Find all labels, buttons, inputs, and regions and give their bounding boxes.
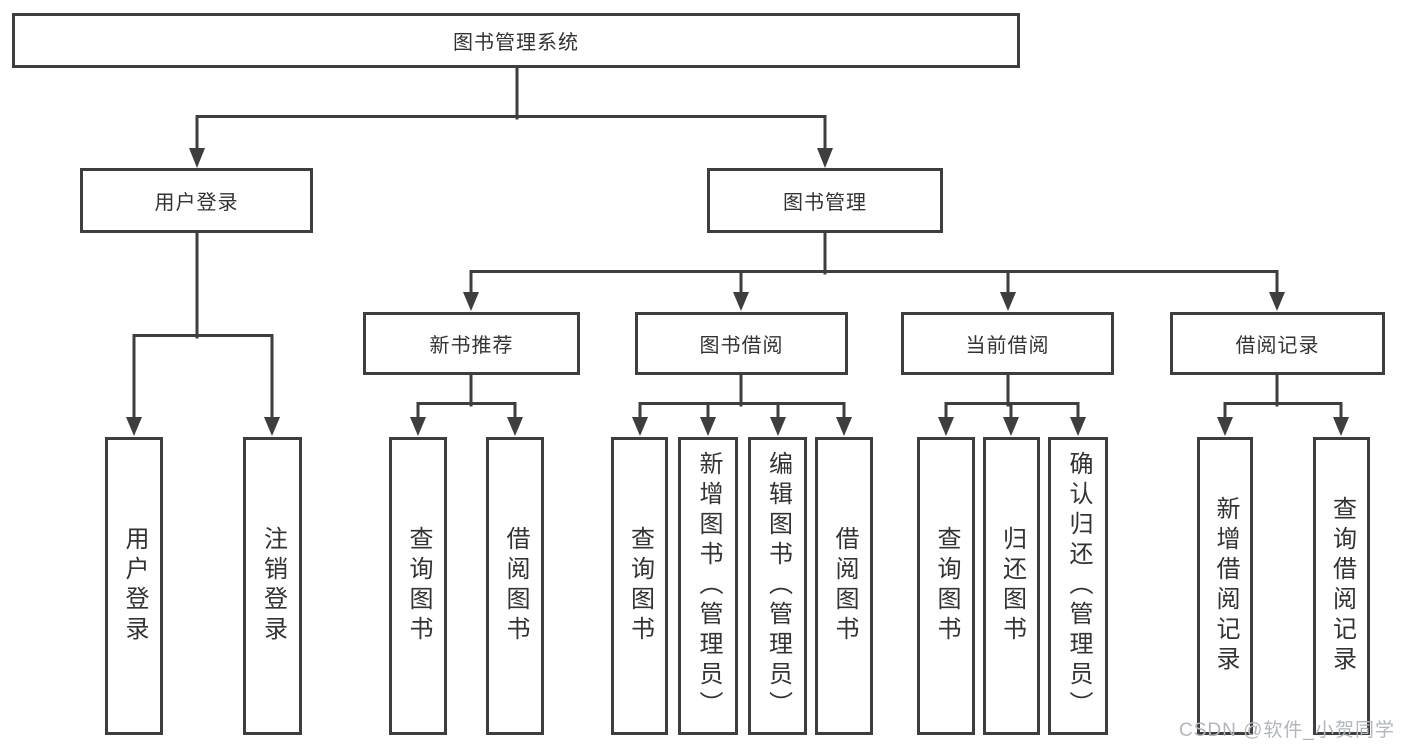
node-label: 注销登录 xyxy=(259,526,287,646)
node-label: 用户登录 xyxy=(121,526,148,646)
node-current-borrow: 当前借阅 xyxy=(901,312,1114,375)
node-label: 归还图书 xyxy=(998,526,1026,646)
leaf-return-books: 归还图书 xyxy=(983,437,1040,735)
node-label: 新书推荐 xyxy=(429,335,514,357)
node-label: 编辑图书（管理员） xyxy=(764,451,792,721)
node-label: 图书管理 xyxy=(783,192,867,214)
node-borrow-records: 借阅记录 xyxy=(1170,312,1385,375)
node-label: 确认归还（管理员） xyxy=(1065,451,1092,721)
node-label: 查询图书 xyxy=(626,526,654,646)
node-book-borrow: 图书借阅 xyxy=(635,312,848,375)
node-label: 借阅图书 xyxy=(502,526,529,646)
leaf-edit-books-admin: 编辑图书（管理员） xyxy=(748,437,807,735)
leaf-query-books-recommend: 查询图书 xyxy=(389,437,447,735)
node-root: 图书管理系统 xyxy=(12,13,1020,68)
leaf-logout-login: 注销登录 xyxy=(243,437,302,735)
node-user-login: 用户登录 xyxy=(80,168,313,233)
node-label: 借阅图书 xyxy=(831,526,858,646)
node-label: 借阅记录 xyxy=(1235,335,1320,357)
node-label: 用户登录 xyxy=(154,192,239,214)
node-book-management: 图书管理 xyxy=(707,168,943,233)
node-label: 查询图书 xyxy=(933,526,960,646)
node-label: 新增借阅记录 xyxy=(1212,496,1239,676)
leaf-query-books-current: 查询图书 xyxy=(917,437,975,735)
leaf-query-borrow-record: 查询借阅记录 xyxy=(1313,437,1370,735)
watermark: CSDN @软件_小贺同学 xyxy=(1179,720,1395,741)
leaf-confirm-return-admin: 确认归还（管理员） xyxy=(1048,437,1108,735)
leaf-add-borrow-record: 新增借阅记录 xyxy=(1197,437,1253,735)
leaf-borrow-books-recommend: 借阅图书 xyxy=(486,437,544,735)
node-new-book-recommend: 新书推荐 xyxy=(363,312,580,375)
leaf-borrow-books: 借阅图书 xyxy=(815,437,873,735)
node-label: 图书借阅 xyxy=(699,335,784,357)
leaf-query-books-borrow: 查询图书 xyxy=(611,437,668,735)
leaf-add-books-admin: 新增图书（管理员） xyxy=(678,437,738,735)
node-label: 图书管理系统 xyxy=(453,32,579,54)
leaf-user-login: 用户登录 xyxy=(105,437,163,735)
node-label: 当前借阅 xyxy=(965,335,1050,357)
node-label: 查询借阅记录 xyxy=(1328,496,1356,676)
node-label: 新增图书（管理员） xyxy=(695,451,722,721)
node-label: 查询图书 xyxy=(405,526,432,646)
